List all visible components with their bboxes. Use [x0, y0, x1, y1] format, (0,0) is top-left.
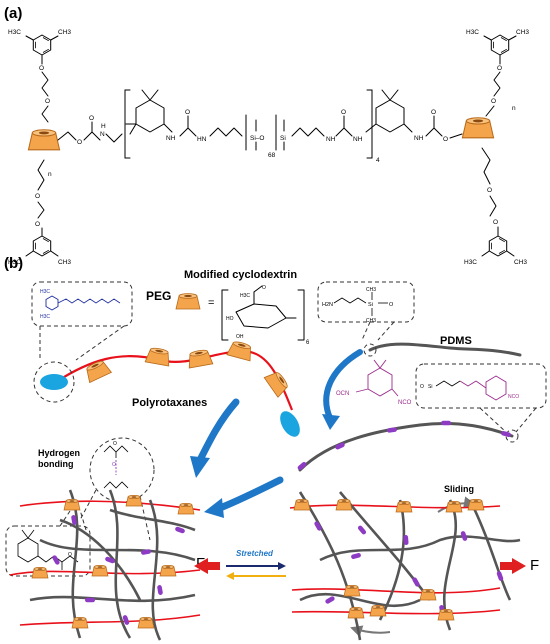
methyl-label: CH3	[366, 287, 376, 293]
urea-callout-box	[415, 363, 547, 409]
hydrogen-bonding-callout	[89, 437, 155, 503]
outer-subscript: 4	[376, 157, 380, 164]
isophorone-carbamate: O	[17, 529, 79, 570]
methyl-label: CH3	[366, 318, 376, 324]
peg-subscript: n	[48, 171, 52, 178]
nh-label: NH	[414, 135, 424, 142]
isophorone-diisocyanate	[355, 359, 399, 397]
process-arrow-icon	[216, 476, 284, 512]
hydroxyl-label: OH	[236, 334, 244, 340]
oxygen-label: O	[113, 441, 117, 447]
oxygen-label: O	[39, 65, 44, 72]
cyclodextrin-ring-icon	[82, 339, 292, 398]
peg-methyl-label: H3C	[40, 314, 50, 320]
cyclodextrin-legend-icon	[175, 293, 201, 310]
structure-a: H3C CH3 O O O O H N NH O HN	[8, 29, 529, 266]
isocyanate-label: NCO	[508, 394, 519, 400]
methyl-label: H3C	[8, 259, 21, 266]
oxygen-label: O	[89, 115, 94, 122]
methyl-label: CH3	[58, 29, 71, 36]
isocyanate-label: NCO	[398, 400, 412, 406]
stopper-icon	[280, 411, 300, 437]
methyl-label: H3C	[8, 29, 21, 36]
cyclodextrin-structure: O OH HO H3C 6	[221, 285, 310, 346]
hydrogen-bond-structure: O O	[103, 441, 129, 489]
isocyanate-label: OCN	[336, 391, 349, 397]
methyl-label: H3C	[240, 293, 250, 299]
silicon-label: Si	[368, 302, 373, 308]
process-arrow-icon	[196, 398, 240, 464]
silicon-label: Si–O	[250, 135, 264, 142]
process-arrow-icon	[323, 349, 363, 421]
oxygen-label: O	[497, 65, 502, 72]
hydrogen-bonding-label: Hydrogen	[38, 448, 80, 458]
pdms-callout-box	[317, 281, 415, 323]
network-right	[289, 491, 521, 641]
equals-sign: =	[208, 297, 214, 309]
oxygen-label: O	[443, 136, 448, 143]
modified-cyclodextrin-label: Modified cyclodextrin	[184, 269, 297, 281]
force-arrow-icon	[500, 558, 526, 574]
hydroxyl-label: HO	[226, 316, 234, 322]
oxygen-label: O	[493, 219, 498, 226]
oxygen-label: O	[262, 285, 266, 291]
peg-label: PEG	[146, 289, 171, 303]
nh-label: NH	[166, 135, 176, 142]
peg-subscript: n	[512, 105, 516, 112]
oxygen-label: O	[431, 109, 436, 116]
network-left	[9, 489, 201, 641]
isophorone-callout-box	[5, 525, 91, 577]
methyl-label: CH3	[516, 29, 529, 36]
peg-methyl-label: H3C	[40, 289, 50, 295]
panel-a-label: (a)	[4, 5, 22, 22]
oxygen-label: O	[45, 98, 50, 105]
nh-label: HN	[197, 136, 207, 143]
stretched-label: Stretched	[236, 549, 274, 558]
force-arrow-icon	[194, 558, 220, 574]
methyl-label: H3C	[466, 29, 479, 36]
polyrotaxanes-label: Polyrotaxanes	[132, 397, 207, 409]
sliding-label: Sliding	[444, 484, 474, 494]
amine-label: H2N	[322, 302, 333, 308]
oxygen-label: O	[35, 221, 40, 228]
panel-b-label: (b)	[4, 255, 23, 272]
pdms-chain	[368, 342, 522, 357]
oxygen-label: O	[185, 109, 190, 116]
sliding-arrow-icon	[350, 625, 391, 637]
peg-molecule	[45, 295, 121, 311]
silicon-label: Si	[428, 384, 432, 390]
oxygen-label: O	[112, 462, 116, 468]
oxygen-label: O	[341, 109, 346, 116]
peg-callout-box	[31, 281, 133, 327]
nh-label: NH	[326, 136, 336, 143]
silicon-label: Si	[280, 135, 286, 142]
pdms-label: PDMS	[440, 335, 472, 347]
cd-subscript: 6	[306, 340, 310, 346]
oxygen-label: O	[491, 98, 496, 105]
methyl-label: CH3	[58, 259, 71, 266]
nh-label: H	[101, 123, 106, 130]
hydrogen-bonding-label: bonding	[38, 459, 74, 469]
nh-label: NH	[353, 136, 363, 143]
pdms-ipdi-adduct: O Si NCO	[420, 375, 519, 401]
oxygen-label: O	[389, 302, 394, 308]
oxygen-label: O	[420, 384, 424, 390]
pdms-end-molecule: H2N Si CH3 CH3 O	[322, 287, 394, 324]
oxygen-label: O	[68, 552, 72, 558]
pdms-end-circle	[363, 343, 377, 357]
stopper-icon	[40, 374, 68, 390]
repeat-subscript: 68	[268, 152, 276, 159]
oxygen-label: O	[35, 193, 40, 200]
nh-label: N	[100, 131, 105, 138]
force-label-right: F	[530, 557, 539, 574]
pdms-chain-functionalized	[298, 421, 514, 472]
oxygen-label: O	[77, 139, 82, 146]
methyl-label: CH3	[514, 259, 527, 266]
oxygen-label: O	[487, 187, 492, 194]
methyl-label: H3C	[464, 259, 477, 266]
